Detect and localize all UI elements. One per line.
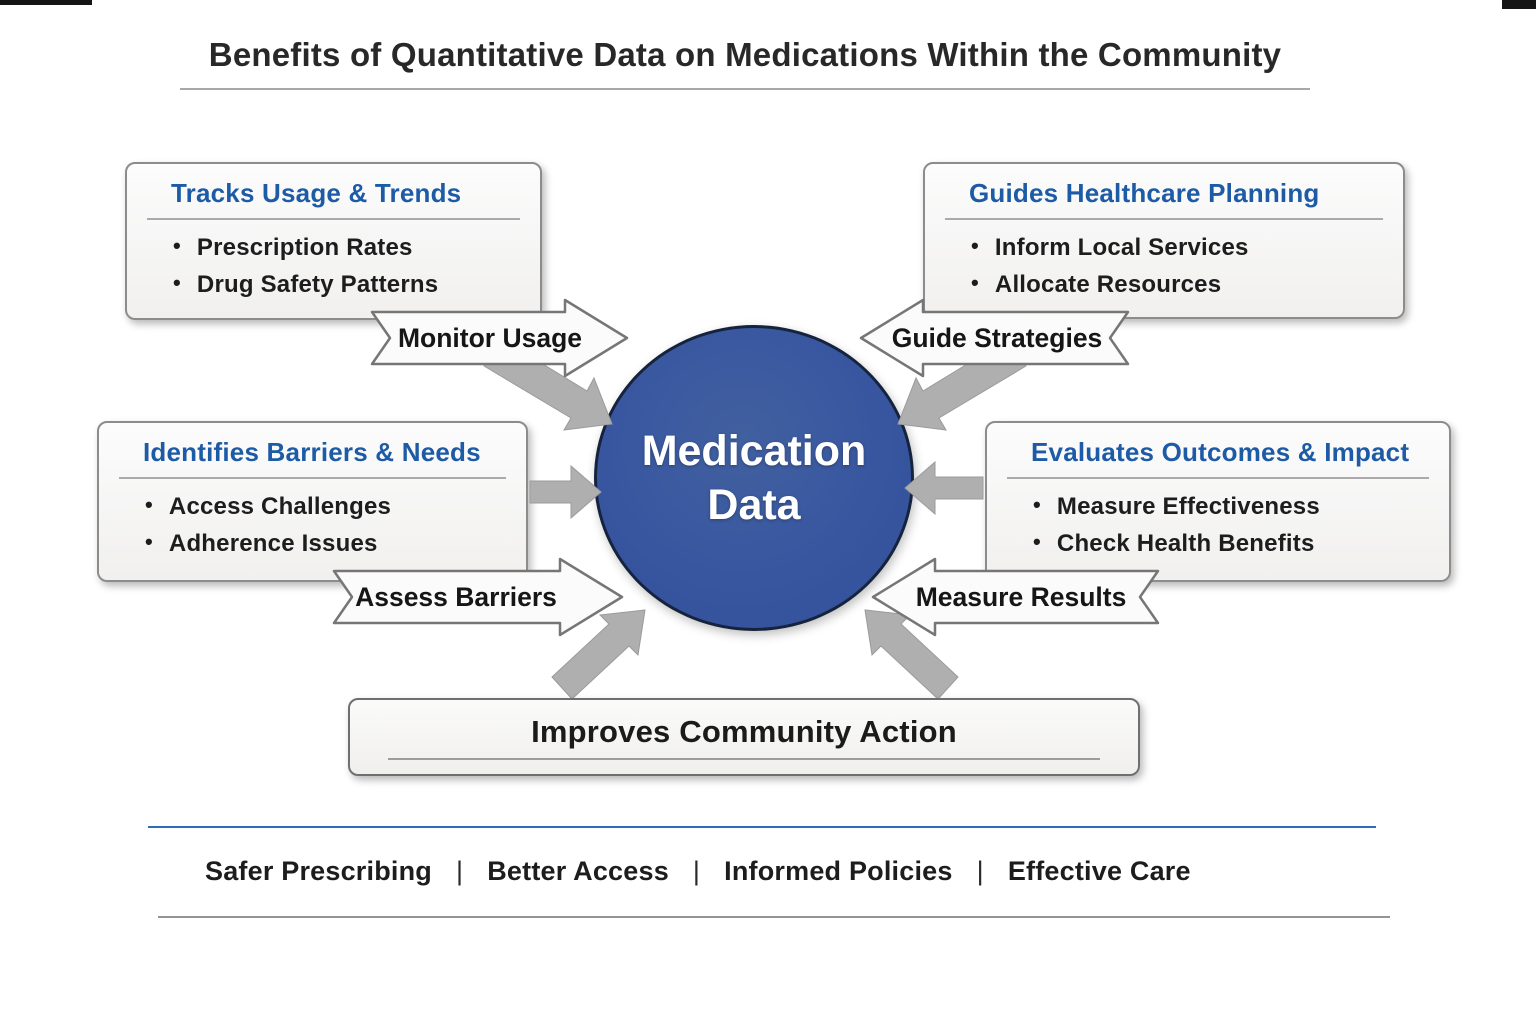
circle-label-line2: Data	[707, 481, 801, 529]
medication-data-circle: Medication Data	[594, 325, 914, 631]
screenshot-corner-artifact-left	[0, 0, 92, 5]
box-bullet-list: • Inform Local Services • Allocate Resou…	[925, 220, 1403, 309]
box-title-underline	[945, 218, 1383, 220]
bottom-box-underline	[388, 758, 1100, 760]
box-title: Guides Healthcare Planning	[969, 178, 1320, 208]
bullet-icon: •	[173, 270, 181, 295]
box-title: Identifies Barriers & Needs	[143, 437, 481, 467]
footer-item-safer-prescribing: Safer Prescribing	[205, 856, 432, 886]
bullet-item: • Drug Safety Patterns	[173, 271, 530, 299]
box-title-underline	[1007, 477, 1429, 479]
arrow-bottom-left-into-circle	[551, 609, 646, 700]
box-evaluates-outcomes-impact: Evaluates Outcomes & Impact • Measure Ef…	[985, 421, 1451, 582]
box-title: Evaluates Outcomes & Impact	[1031, 437, 1410, 467]
bullet-item: • Access Challenges	[145, 493, 516, 521]
page-title: Benefits of Quantitative Data on Medicat…	[180, 36, 1310, 90]
footer-item-better-access: Better Access	[487, 856, 669, 886]
arrow-top-right-into-circle	[897, 337, 1027, 431]
arrow-right-into-circle	[904, 460, 984, 516]
bullet-icon: •	[971, 270, 979, 295]
box-bullet-list: • Access Challenges • Adherence Issues	[99, 479, 526, 568]
bullet-text: Allocate Resources	[994, 271, 1222, 298]
bullet-item: • Prescription Rates	[173, 234, 530, 262]
bullet-text: Inform Local Services	[994, 234, 1249, 261]
footer-separator: |	[692, 856, 701, 886]
bottom-box-title: Improves Community Action	[531, 714, 957, 749]
bullet-text: Drug Safety Patterns	[196, 271, 439, 298]
bullet-item: • Measure Effectiveness	[1033, 493, 1439, 521]
footer-gray-divider	[158, 916, 1390, 918]
box-title-underline	[147, 218, 520, 220]
bullet-icon: •	[145, 529, 153, 554]
arrow-bottom-right-into-circle	[864, 609, 959, 700]
box-bullet-list: • Measure Effectiveness • Check Health B…	[987, 479, 1449, 568]
bullet-text: Measure Effectiveness	[1056, 493, 1320, 520]
bullet-icon: •	[173, 233, 181, 258]
bullet-item: • Inform Local Services	[971, 234, 1393, 262]
footer-separator: |	[456, 856, 464, 886]
box-guides-healthcare-planning: Guides Healthcare Planning • Inform Loca…	[923, 162, 1405, 319]
bullet-icon: •	[1033, 492, 1041, 517]
circle-label-line1: Medication	[641, 426, 867, 475]
bullet-icon: •	[971, 233, 979, 258]
banner-label-measure-results: Measure Results	[916, 582, 1127, 612]
box-title-underline	[119, 477, 506, 479]
footer-benefits-row: Safer Prescribing | Better Access | Info…	[205, 856, 1191, 887]
box-bullet-list: • Prescription Rates • Drug Safety Patte…	[127, 220, 540, 309]
footer-blue-divider	[148, 826, 1376, 828]
box-improves-community-action: Improves Community Action	[348, 698, 1140, 776]
bullet-item: • Allocate Resources	[971, 271, 1393, 299]
screenshot-corner-artifact-right	[1502, 0, 1536, 9]
arrow-top-left-into-circle	[483, 337, 613, 431]
box-identifies-barriers-needs: Identifies Barriers & Needs • Access Cha…	[97, 421, 528, 582]
bullet-icon: •	[145, 492, 153, 517]
bullet-text: Prescription Rates	[196, 234, 413, 261]
box-title: Tracks Usage & Trends	[171, 178, 462, 208]
footer-separator: |	[976, 856, 984, 886]
banner-label-assess-barriers: Assess Barriers	[355, 582, 557, 612]
bullet-text: Access Challenges	[168, 493, 392, 520]
bullet-text: Check Health Benefits	[1056, 530, 1315, 557]
arrow-left-into-circle	[529, 464, 602, 520]
bullet-icon: •	[1033, 529, 1041, 554]
bullet-item: • Adherence Issues	[145, 530, 516, 558]
banner-label-monitor-usage: Monitor Usage	[398, 323, 582, 353]
footer-item-effective-care: Effective Care	[1007, 856, 1191, 886]
bullet-text: Adherence Issues	[168, 530, 378, 557]
box-tracks-usage-trends: Tracks Usage & Trends • Prescription Rat…	[125, 162, 542, 320]
banner-label-guide-strategies: Guide Strategies	[892, 323, 1103, 353]
bullet-item: • Check Health Benefits	[1033, 530, 1439, 558]
footer-item-informed-policies: Informed Policies	[724, 856, 953, 886]
